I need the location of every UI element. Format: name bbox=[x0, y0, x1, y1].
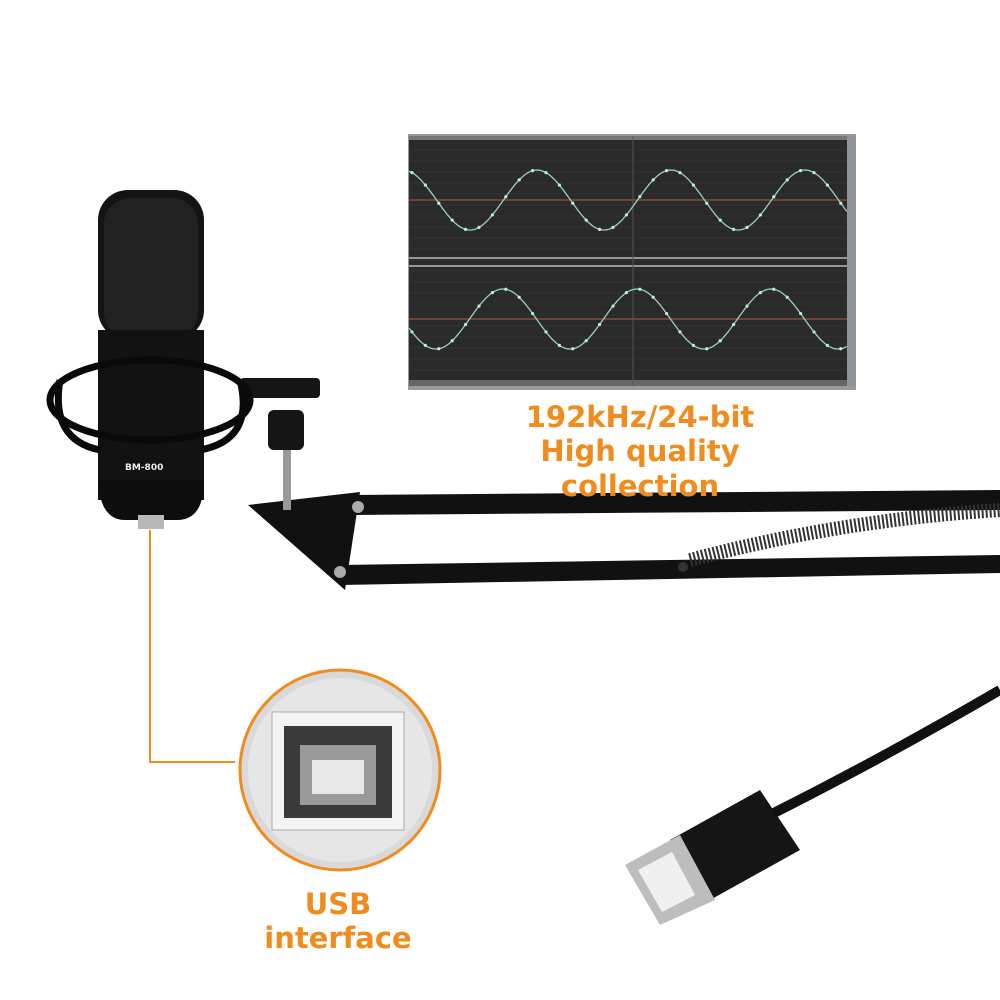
sample-point bbox=[410, 171, 414, 175]
sample-point bbox=[638, 287, 642, 291]
sample-point bbox=[504, 195, 508, 199]
sample-point bbox=[544, 171, 548, 175]
sample-point bbox=[812, 171, 816, 175]
sample-point bbox=[678, 330, 682, 334]
sample-point bbox=[477, 304, 481, 308]
sample-point bbox=[772, 287, 776, 291]
sample-point bbox=[825, 183, 830, 187]
callout-line bbox=[149, 530, 235, 763]
sample-point bbox=[611, 304, 615, 308]
sample-point bbox=[450, 218, 454, 222]
sample-point bbox=[624, 213, 629, 217]
sample-point bbox=[571, 347, 575, 351]
microphone-model-label: BM-800 bbox=[125, 463, 164, 473]
sample-point bbox=[531, 169, 535, 173]
sample-point bbox=[732, 322, 736, 327]
usb-interface-label: USB interface bbox=[264, 887, 412, 955]
sample-point bbox=[437, 201, 441, 205]
sample-point bbox=[490, 291, 494, 295]
sample-point bbox=[557, 343, 562, 347]
boom-arm bbox=[240, 378, 1000, 590]
sample-point bbox=[584, 339, 588, 343]
sample-point bbox=[437, 347, 441, 351]
microphone bbox=[46, 190, 254, 529]
sample-point bbox=[504, 287, 508, 291]
sample-point bbox=[598, 322, 602, 327]
usb-port-closeup bbox=[238, 668, 442, 872]
sample-point bbox=[705, 347, 709, 351]
sample-point bbox=[624, 291, 629, 295]
spec-sample-rate: 192kHz/24-bit bbox=[525, 400, 755, 434]
sample-point bbox=[665, 311, 669, 316]
sample-point bbox=[799, 169, 803, 173]
waveform-display bbox=[408, 134, 856, 390]
sample-point bbox=[839, 201, 843, 205]
sample-point bbox=[772, 195, 776, 199]
sample-point bbox=[490, 213, 494, 217]
sample-point bbox=[584, 218, 588, 222]
sample-point bbox=[557, 183, 562, 187]
spec-description: High quality collection bbox=[540, 434, 740, 503]
sample-point bbox=[423, 343, 427, 347]
sample-point bbox=[464, 227, 468, 231]
sample-point bbox=[839, 347, 843, 351]
shock-mount bbox=[46, 356, 254, 454]
sample-point bbox=[665, 169, 669, 173]
usb-b-cable bbox=[625, 685, 1000, 925]
sample-point bbox=[611, 225, 615, 229]
sample-point bbox=[651, 178, 655, 182]
sample-point bbox=[423, 183, 427, 187]
sample-point bbox=[785, 178, 789, 182]
sample-point bbox=[638, 195, 642, 199]
sample-point bbox=[517, 295, 521, 299]
sample-point bbox=[571, 201, 575, 205]
sample-point bbox=[598, 227, 602, 231]
sample-point bbox=[718, 218, 722, 222]
sample-point bbox=[410, 330, 414, 334]
sample-point bbox=[477, 225, 481, 229]
sample-point bbox=[450, 339, 454, 343]
sample-point bbox=[825, 343, 830, 347]
sample-point bbox=[758, 213, 763, 217]
sample-point bbox=[517, 178, 521, 182]
sample-point bbox=[812, 330, 816, 334]
sample-point bbox=[464, 322, 468, 327]
sample-point bbox=[691, 343, 696, 347]
sample-point bbox=[799, 311, 803, 316]
sample-point bbox=[691, 183, 696, 187]
sample-point bbox=[745, 304, 749, 308]
sample-point bbox=[745, 225, 749, 229]
sample-point bbox=[718, 339, 722, 343]
sample-point bbox=[785, 295, 789, 299]
sample-point bbox=[705, 201, 709, 205]
sample-point bbox=[758, 291, 763, 295]
sample-point bbox=[678, 171, 682, 175]
sample-point bbox=[544, 330, 548, 334]
sample-point bbox=[531, 311, 535, 316]
sample-point bbox=[651, 295, 655, 299]
sample-point bbox=[732, 227, 736, 231]
